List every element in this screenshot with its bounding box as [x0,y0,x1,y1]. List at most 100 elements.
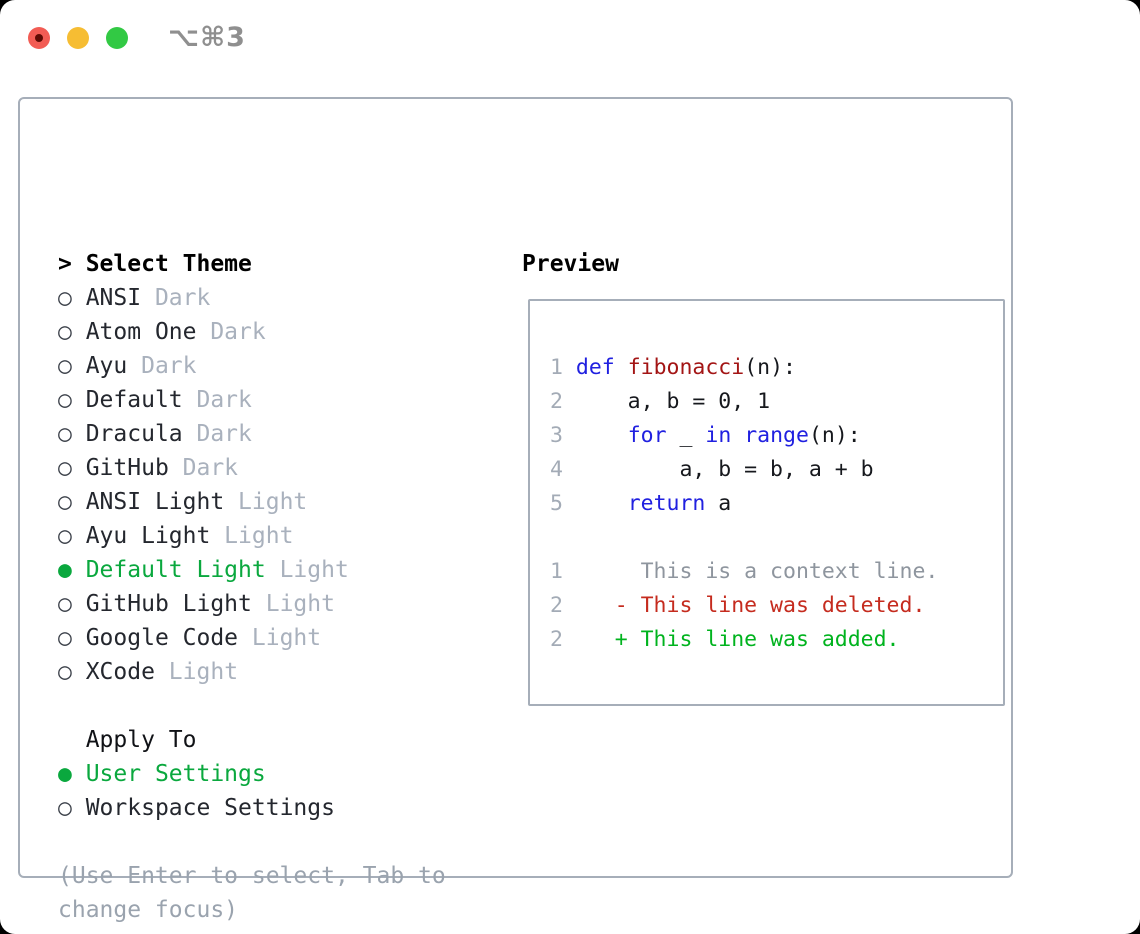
radio-icon: ○ [58,625,86,651]
theme-variant-tag: Light [154,659,239,685]
code-token: return [627,491,706,516]
theme-variant-tag: Light [265,557,349,583]
theme-name: Ayu [85,353,128,379]
select-theme-label: Select Theme [85,251,252,277]
theme-variant-tag: Dark [182,387,252,413]
code-token: def [575,355,615,380]
line-number: 2 [550,389,563,414]
theme-option[interactable]: ○ ANSI Light Light [58,485,498,519]
radio-icon: ○ [58,795,86,821]
radio-icon: ○ [58,421,86,447]
main-panel: > Select Theme○ ANSI Dark○ Atom One Dark… [18,97,1013,923]
theme-option[interactable]: ○ Ayu Dark [58,349,498,383]
theme-name: Dracula [85,421,183,447]
apply-to-name: User Settings [85,761,266,787]
theme-name: Default [85,387,183,413]
apply-to-option[interactable]: ○ Workspace Settings [58,791,498,825]
code-token [563,423,628,448]
theme-name: GitHub Light [85,591,252,617]
apply-to-name: Workspace Settings [85,795,335,821]
theme-name: Google Code [85,625,239,651]
minimize-button[interactable] [67,27,89,49]
zoom-button[interactable] [106,27,128,49]
code-token: a [705,491,732,516]
apply-to-header: Apply To [58,727,197,753]
radio-icon: ○ [58,591,86,617]
theme-option[interactable]: ○ Dracula Dark [58,417,498,451]
theme-list: > Select Theme○ ANSI Dark○ Atom One Dark… [58,247,498,927]
theme-variant-tag: Light [224,489,308,515]
code-token [615,355,628,380]
code-token [731,423,744,448]
spacer [58,825,498,859]
window-title: ⌥⌘3 [168,22,246,53]
close-button[interactable] [28,27,50,49]
code-token: + This line was added. [562,627,900,652]
theme-name: Atom One [85,319,197,345]
theme-variant-tag: Dark [182,421,252,447]
theme-variant-tag: Dark [127,353,197,379]
theme-variant-tag: Light [251,591,335,617]
code-token: for [627,423,667,448]
code-line: 2 + This line was added. [550,623,938,657]
theme-variant-tag: Light [210,523,294,549]
theme-name: ANSI Light [85,489,225,515]
theme-option[interactable]: ○ Default Dark [58,383,498,417]
code-line [550,521,938,555]
theme-option[interactable]: ○ ANSI Dark [58,281,498,315]
code-token: in [705,423,732,448]
theme-variant-tag: Dark [141,285,211,311]
theme-name: Default Light [85,557,266,583]
code-token: (n): [744,355,796,380]
line-number: 2 [550,627,563,652]
theme-variant-tag: Dark [196,319,266,345]
spacer [58,689,498,723]
hint-text: (Use Enter to select, Tab to [58,863,446,889]
hint-text: change focus) [58,897,239,923]
line-number: 2 [550,593,563,618]
select-theme-header: > Select Theme [58,247,498,281]
radio-icon: ○ [58,353,86,379]
radio-icon: ● [58,557,86,583]
code-token [563,355,576,380]
code-line: 3 for _ in range(n): [550,419,938,453]
code-token: This is a context line. [562,559,939,584]
code-token: a, b = 0, 1 [562,389,771,414]
theme-name: GitHub [85,455,169,481]
line-number: 1 [550,355,563,380]
radio-icon: ○ [58,285,86,311]
theme-option[interactable]: ○ Google Code Light [58,621,498,655]
radio-icon: ● [58,761,86,787]
code-token: (n): [808,423,861,448]
line-number: 1 [550,559,563,584]
line-number: 4 [550,457,563,482]
radio-icon: ○ [58,489,86,515]
apply-to-option[interactable]: ● User Settings [58,757,498,791]
code-line: 5 return a [550,487,938,521]
code-token: fibonacci [627,355,745,380]
theme-option[interactable]: ● Default Light Light [58,553,498,587]
code-token [563,491,628,516]
code-line: 2 - This line was deleted. [550,589,938,623]
theme-option[interactable]: ○ Atom One Dark [58,315,498,349]
code-token: - This line was deleted. [562,593,926,618]
code-line: 2 a, b = 0, 1 [550,385,938,419]
code-line: 1 This is a context line. [550,555,938,589]
line-number: 3 [550,423,563,448]
theme-option[interactable]: ○ GitHub Light Light [58,587,498,621]
theme-option[interactable]: ○ GitHub Dark [58,451,498,485]
code-line: 1 def fibonacci(n): [550,351,938,385]
code-line: 4 a, b = b, a + b [550,453,938,487]
theme-name: XCode [85,659,155,685]
radio-icon: ○ [58,455,86,481]
theme-option[interactable]: ○ Ayu Light Light [58,519,498,553]
theme-option[interactable]: ○ XCode Light [58,655,498,689]
radio-icon: ○ [58,523,86,549]
code-token: _ [666,423,706,448]
theme-name: ANSI [85,285,142,311]
focus-caret-icon: > [58,251,86,277]
